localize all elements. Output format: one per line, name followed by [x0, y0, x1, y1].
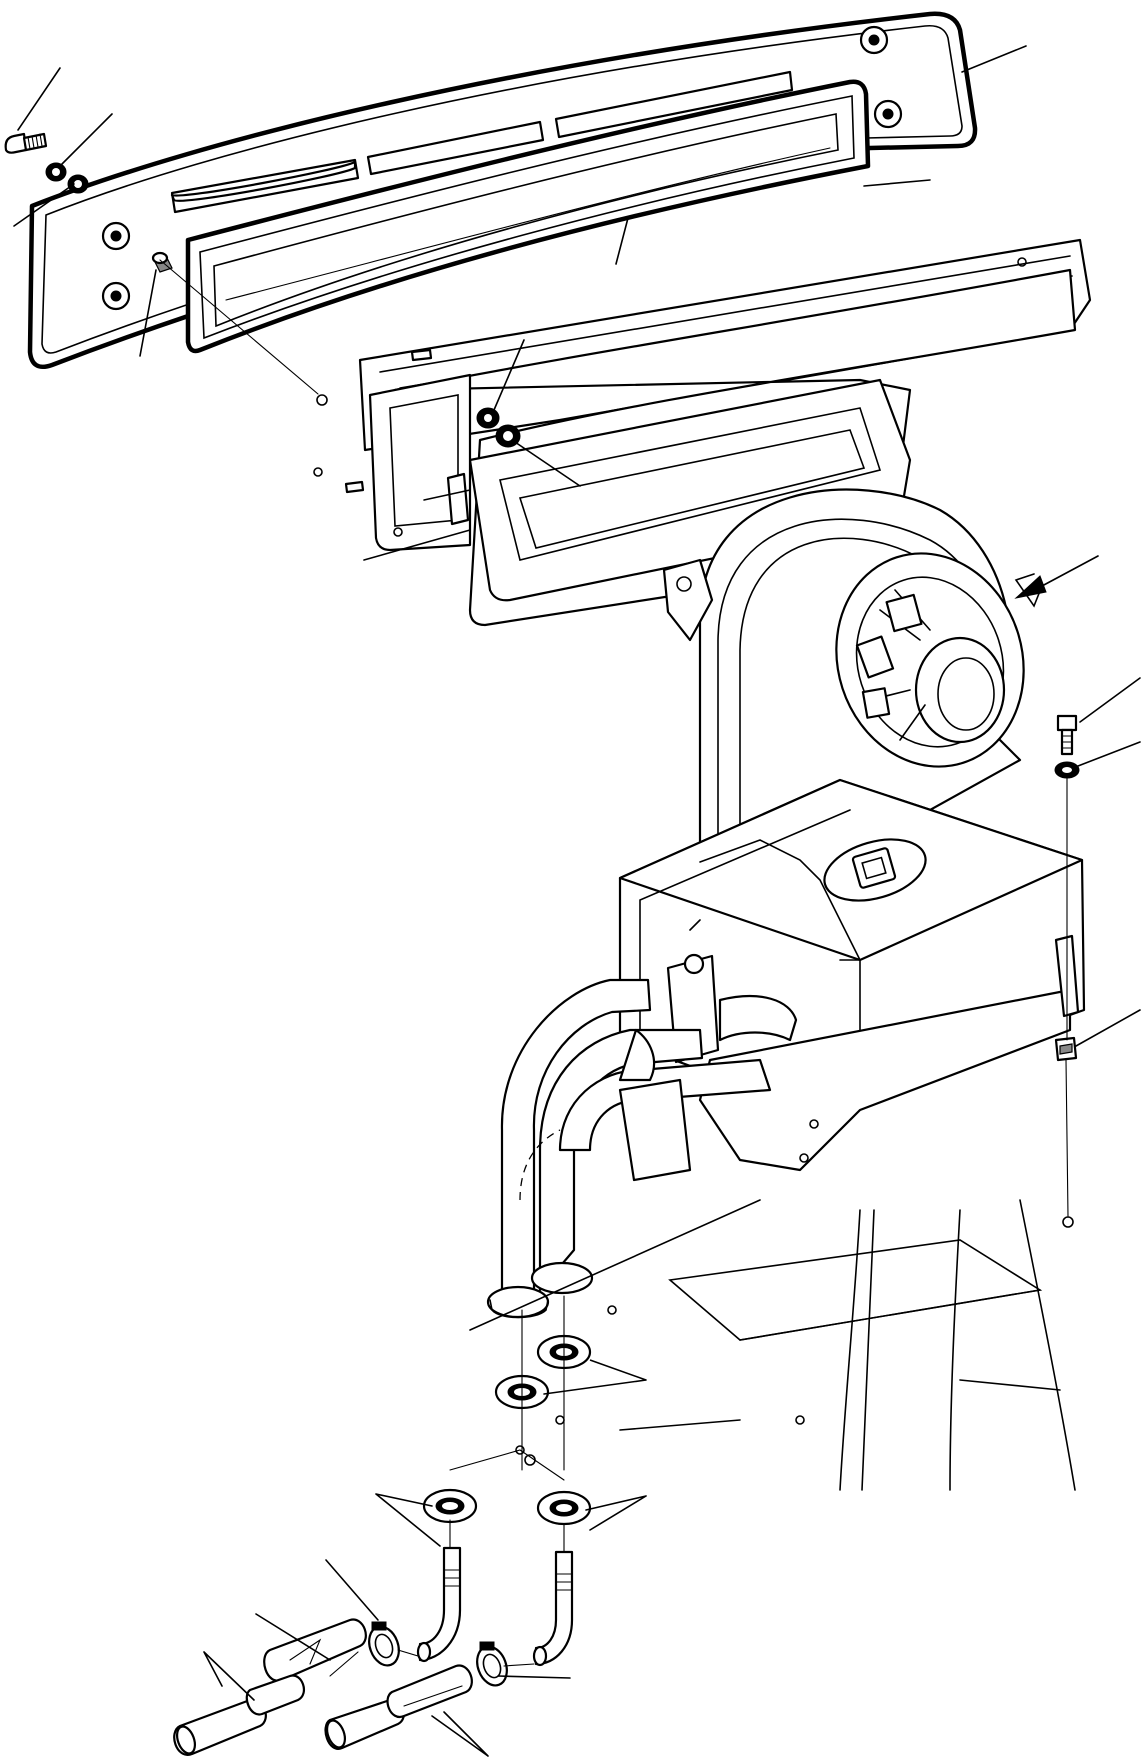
nuts-center	[476, 407, 521, 448]
pins	[313, 348, 433, 494]
washer-right	[1054, 761, 1080, 779]
seal-rings	[422, 1334, 592, 1526]
hoses	[173, 1618, 473, 1756]
valve-and-pipes	[486, 953, 798, 1319]
washer-top-left-2	[67, 174, 89, 194]
elbow-fittings	[416, 1546, 574, 1667]
bolt-right	[1056, 714, 1078, 756]
blower-heater-unit	[618, 488, 1086, 1172]
grommet-top-left	[151, 251, 173, 273]
cab-floor-outline	[469, 1199, 1076, 1491]
washer-top-left-1	[45, 162, 67, 182]
grommet-right	[1054, 1036, 1078, 1062]
bolt-top-left	[4, 132, 48, 154]
air-duct-assembly	[358, 238, 1092, 627]
callout-leaders	[13, 45, 1141, 1757]
filter-panel	[185, 79, 871, 354]
assembly-lines	[159, 259, 1069, 1707]
hose-clamps	[368, 1621, 508, 1687]
